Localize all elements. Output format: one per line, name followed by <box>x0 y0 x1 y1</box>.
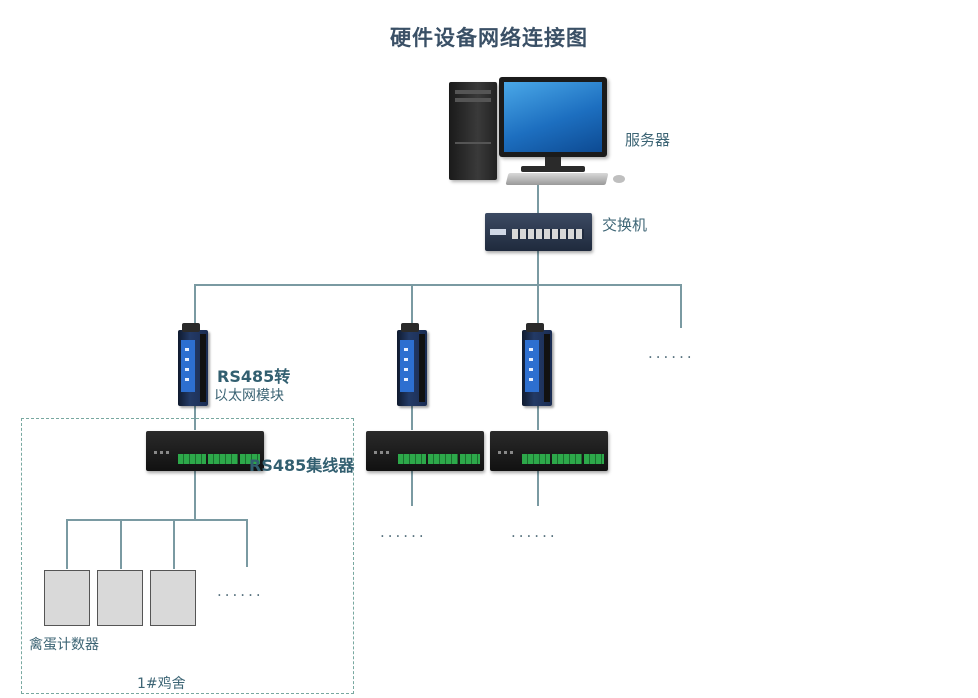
hub2-ellipsis: ...... <box>380 523 427 541</box>
counter-drop-4 <box>246 519 248 567</box>
rs485-converter-icon <box>178 323 208 406</box>
house-label: 1#鸡舍 <box>137 676 186 692</box>
converter-label-line1: RS485转 <box>217 367 291 386</box>
counter-drop-2 <box>120 519 122 569</box>
egg-counter-icon <box>97 570 143 626</box>
counter-drop-3 <box>173 519 175 569</box>
drop-line-2 <box>411 284 413 328</box>
counter-label: 禽蛋计数器 <box>29 637 99 653</box>
server-label: 服务器 <box>625 131 671 149</box>
monitor-base <box>521 166 585 172</box>
hub3-ellipsis: ...... <box>511 523 558 541</box>
more-counters-ellipsis: ...... <box>217 582 264 600</box>
keyboard-icon <box>505 173 609 185</box>
drop-line-1 <box>194 284 196 328</box>
counter-bus-line <box>66 519 248 521</box>
converter-label-line2: 以太网模块 <box>214 388 284 404</box>
rs485-hub-icon <box>366 431 484 471</box>
drop-line-3 <box>537 284 539 328</box>
rs485-hub-icon <box>490 431 608 471</box>
monitor-icon <box>499 77 607 157</box>
network-switch-icon <box>485 213 592 251</box>
switch-trunk-line <box>537 251 539 285</box>
counter-drop-1 <box>66 519 68 569</box>
house-1-group <box>21 418 354 694</box>
rs485-converter-icon <box>397 323 427 406</box>
drop-line-4 <box>680 284 682 328</box>
more-converters-ellipsis: ...... <box>648 344 695 362</box>
conv-to-hub-line-3 <box>537 404 539 430</box>
switch-label: 交换机 <box>602 216 648 234</box>
server-tower-icon <box>449 82 497 180</box>
hub-down-line-3 <box>537 470 539 506</box>
conv-to-hub-line-2 <box>411 404 413 430</box>
rs485-hub-icon <box>146 431 264 471</box>
rs485-converter-icon <box>522 323 552 406</box>
egg-counter-icon <box>44 570 90 626</box>
monitor-stand <box>545 157 561 167</box>
mouse-icon <box>613 175 625 183</box>
egg-counter-icon <box>150 570 196 626</box>
hub-down-line-1 <box>194 470 196 520</box>
main-bus-line <box>194 284 682 286</box>
conv-to-hub-line-1 <box>194 404 196 430</box>
hub-down-line-2 <box>411 470 413 506</box>
hub-label: RS485集线器 <box>249 456 355 475</box>
diagram-title: 硬件设备网络连接图 <box>390 25 588 50</box>
server-to-switch-line <box>537 185 539 213</box>
